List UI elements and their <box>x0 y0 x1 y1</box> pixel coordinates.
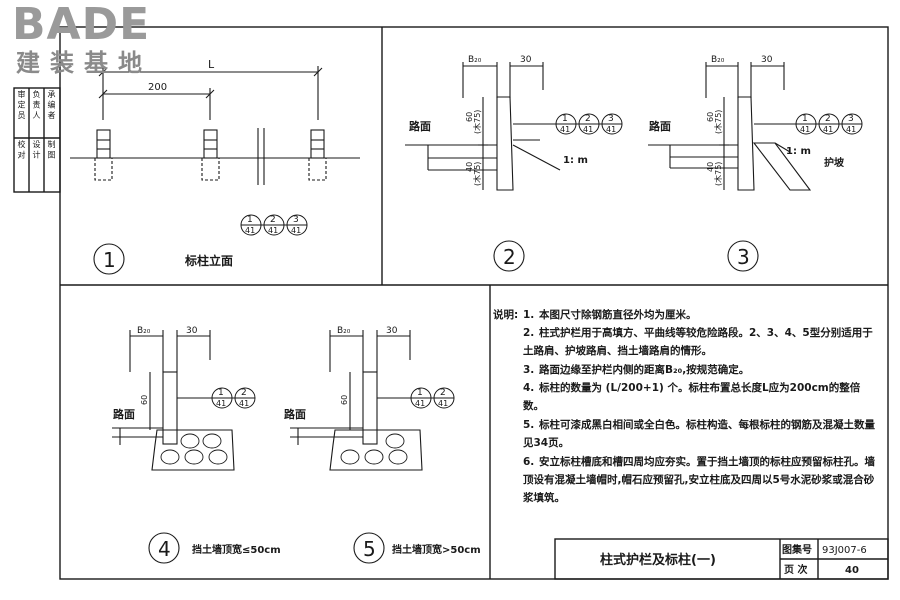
p4-road: 路面 <box>113 407 135 421</box>
p4-dim-60: 60 <box>140 395 149 405</box>
p4-caption: 挡土墙顶宽≤50cm <box>192 543 281 556</box>
side-label-check: 校 对 <box>17 140 26 159</box>
side-label-editor: 承 编 者 <box>47 90 56 120</box>
p1-number: 1 <box>103 248 116 272</box>
p1-ref-3: 3 <box>293 215 299 225</box>
p2-dim-60b: (木75) <box>472 110 482 134</box>
page-number: 40 <box>845 565 859 576</box>
p3-dim-60b: (木75) <box>713 110 723 134</box>
p5-road: 路面 <box>284 407 306 421</box>
p2-dim-60: 60 <box>465 112 474 122</box>
panel-1-refs <box>240 214 308 236</box>
logo-main-text: BADE <box>12 0 151 50</box>
side-label-leader: 负 责 人 <box>32 90 41 120</box>
p3-ref-den-3: 41 <box>846 125 856 134</box>
p2-dim-40: 40 <box>465 162 474 172</box>
notes-heading: 说明: <box>493 309 519 321</box>
p5-number: 5 <box>363 537 376 561</box>
p3-dim-30: 30 <box>761 55 773 65</box>
p3-ref-1: 1 <box>802 114 808 124</box>
p5-dim-60: 60 <box>340 395 349 405</box>
bade-logo: BADE 建装基地 <box>6 2 176 82</box>
p1-dim-200: 200 <box>148 82 167 93</box>
p2-dim-40b: (木75) <box>472 162 482 186</box>
page-label: 页 次 <box>784 563 807 576</box>
p2-ref-den-1: 41 <box>560 125 570 134</box>
p4-ref-den-2: 41 <box>239 399 249 408</box>
p3-road: 路面 <box>649 119 671 133</box>
note-1: 1.本图尺寸除钢筋直径外均为厘米。 <box>523 309 697 321</box>
note-6: 6.安立标柱槽底和槽四周均应夯实。置于挡土墙顶的标柱应预留标柱孔。墙顶设有混凝土… <box>523 456 875 505</box>
sheet-frame <box>59 26 889 580</box>
p3-dim-b: B₂₀ <box>711 55 725 65</box>
p4-dim-30: 30 <box>186 326 198 336</box>
note-5: 5.标柱可漆成黑白相间或全白色。标柱构造、每根标柱的钢筋及混凝土数量见34页。 <box>523 419 875 450</box>
panel-3-drawing <box>648 62 812 272</box>
p2-slope: 1: m <box>563 155 588 166</box>
p1-ref-1: 1 <box>247 215 253 225</box>
p1-ref-den-3: 41 <box>291 226 301 235</box>
panel-1-drawing <box>70 66 360 275</box>
p1-ref-den-1: 41 <box>245 226 255 235</box>
note-3: 3.路面边缘至护栏内侧的距离B₂₀,按规范确定。 <box>523 364 750 376</box>
p2-ref-1: 1 <box>562 114 568 124</box>
p2-ref-den-2: 41 <box>583 125 593 134</box>
drawing-title: 柱式护栏及标柱(一) <box>600 552 716 568</box>
p1-caption: 标柱立面 <box>184 253 233 268</box>
p5-ref-den-1: 41 <box>415 399 425 408</box>
p2-ref-3: 3 <box>608 114 614 124</box>
p5-dim-b: B₂₀ <box>337 326 351 336</box>
p5-caption: 挡土墙顶宽>50cm <box>392 543 481 556</box>
p2-ref-den-3: 41 <box>606 125 616 134</box>
p3-dim-40b: (木75) <box>713 162 723 186</box>
p5-dim-30: 30 <box>386 326 398 336</box>
p3-ref-den-2: 41 <box>823 125 833 134</box>
note-2: 2.柱式护栏用于高填方、平曲线等较危险路段。2、3、4、5型分别适用于土路肩、护… <box>523 327 873 358</box>
side-label-draw: 制 图 <box>47 140 56 159</box>
p2-road: 路面 <box>409 119 431 133</box>
p4-ref-1: 1 <box>218 388 224 398</box>
p2-number: 2 <box>503 245 516 269</box>
p3-ref-3: 3 <box>848 114 854 124</box>
p3-ref-den-1: 41 <box>800 125 810 134</box>
p3-dim-40: 40 <box>706 162 715 172</box>
p5-ref-den-2: 41 <box>438 399 448 408</box>
note-4: 4.标柱的数量为 (L/200+1) 个。标柱布置总长度L应为200cm的整倍数… <box>523 382 861 413</box>
p2-ref-2: 2 <box>585 114 591 124</box>
post-3 <box>308 129 327 181</box>
p5-ref-1: 1 <box>417 388 423 398</box>
atlas-label: 图集号 <box>782 543 812 556</box>
p4-ref-den-1: 41 <box>216 399 226 408</box>
post-1 <box>94 129 113 181</box>
side-label-design: 设 计 <box>32 140 41 159</box>
logo-sub-text: 建装基地 <box>16 49 152 77</box>
p3-number: 3 <box>737 245 750 269</box>
p3-slope: 1: m <box>786 146 811 157</box>
p2-dim-b: B₂₀ <box>468 55 482 65</box>
p1-ref-den-2: 41 <box>268 226 278 235</box>
p4-dim-b: B₂₀ <box>137 326 151 336</box>
post-2 <box>201 129 220 181</box>
p4-ref-2: 2 <box>241 388 247 398</box>
p1-ref-2: 2 <box>270 215 276 225</box>
side-label-approver: 审 定 员 <box>17 90 26 120</box>
p3-protect: 护坡 <box>824 156 845 169</box>
p5-ref-2: 2 <box>440 388 446 398</box>
p3-dim-60: 60 <box>706 112 715 122</box>
p1-dim-L: L <box>208 58 215 71</box>
panel-2-drawing <box>405 62 561 272</box>
p4-number: 4 <box>158 537 171 561</box>
p3-ref-2: 2 <box>825 114 831 124</box>
atlas-number: 93J007-6 <box>822 545 867 556</box>
panel-4-drawing <box>112 330 235 564</box>
panel-5-drawing <box>290 330 423 564</box>
p2-dim-30: 30 <box>520 55 532 65</box>
